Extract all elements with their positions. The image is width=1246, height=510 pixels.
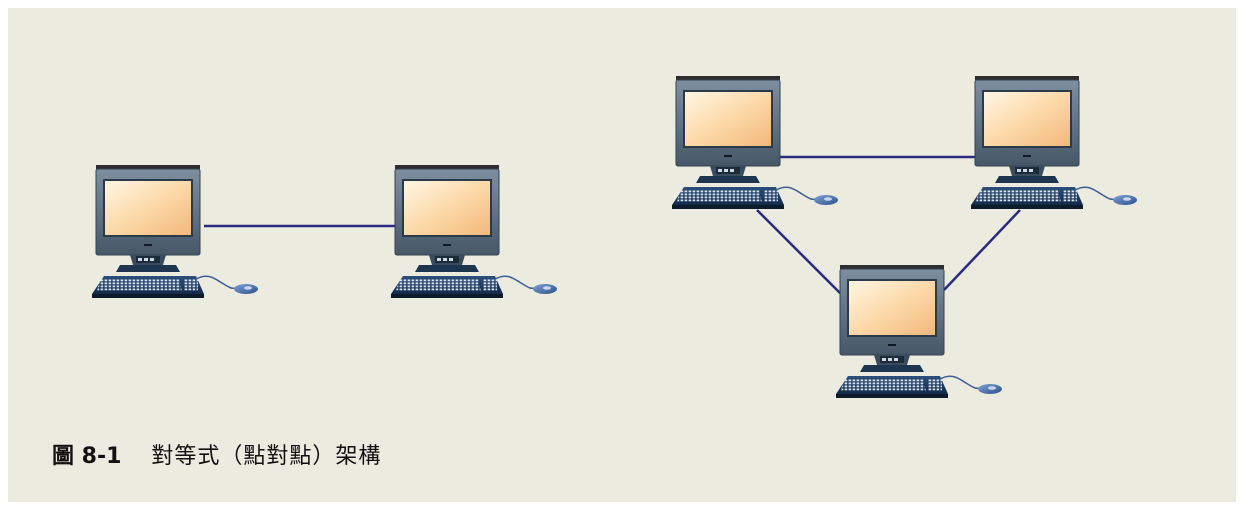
figure-number: 圖 8-1	[52, 444, 122, 469]
computer-icon	[671, 75, 839, 210]
link-pc4-pc5	[943, 209, 1021, 291]
computer-icon	[835, 264, 1003, 399]
network-links	[204, 155, 1021, 302]
link-pc3-pc5	[756, 209, 849, 302]
computer-icon	[970, 75, 1138, 210]
figure-caption: 圖 8-1 對等式（點對點）架構	[52, 436, 381, 472]
computer-icon	[390, 164, 558, 299]
computer-icon	[91, 164, 259, 299]
figure-title: 對等式（點對點）架構	[151, 444, 382, 469]
